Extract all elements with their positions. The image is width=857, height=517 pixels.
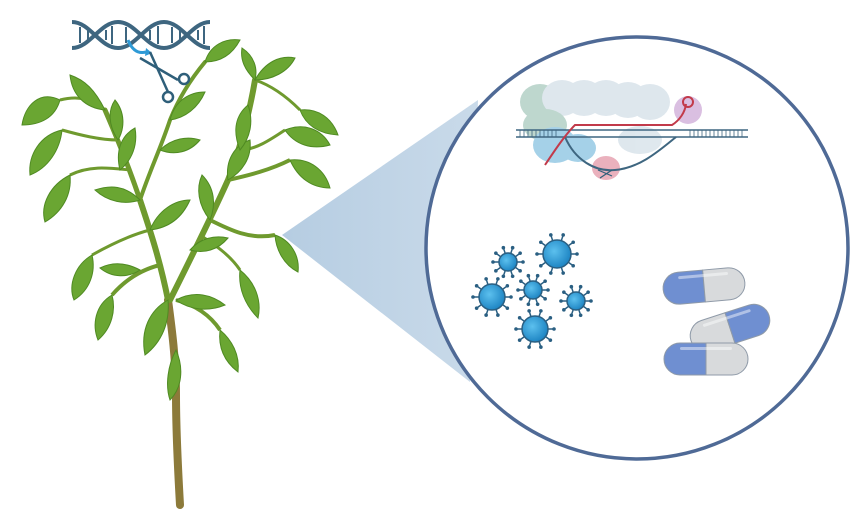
capsule-group — [662, 267, 771, 376]
virus-group — [471, 233, 593, 349]
capsule-pill-icon — [662, 267, 746, 305]
plant-icon — [21, 39, 339, 509]
virus-icon — [535, 233, 579, 275]
virus-icon — [514, 309, 556, 349]
crispr-cas9-complex-icon — [516, 80, 748, 180]
virus-icon — [559, 284, 593, 318]
zoom-cone — [282, 100, 478, 382]
capsule-pill-icon — [663, 342, 749, 376]
dna-helix-icon — [71, 19, 211, 56]
virus-icon — [491, 245, 525, 279]
capsule-pill-icon — [689, 303, 771, 353]
scissors-icon — [139, 51, 191, 104]
virus-icon — [471, 277, 513, 317]
virus-icon — [516, 273, 550, 307]
